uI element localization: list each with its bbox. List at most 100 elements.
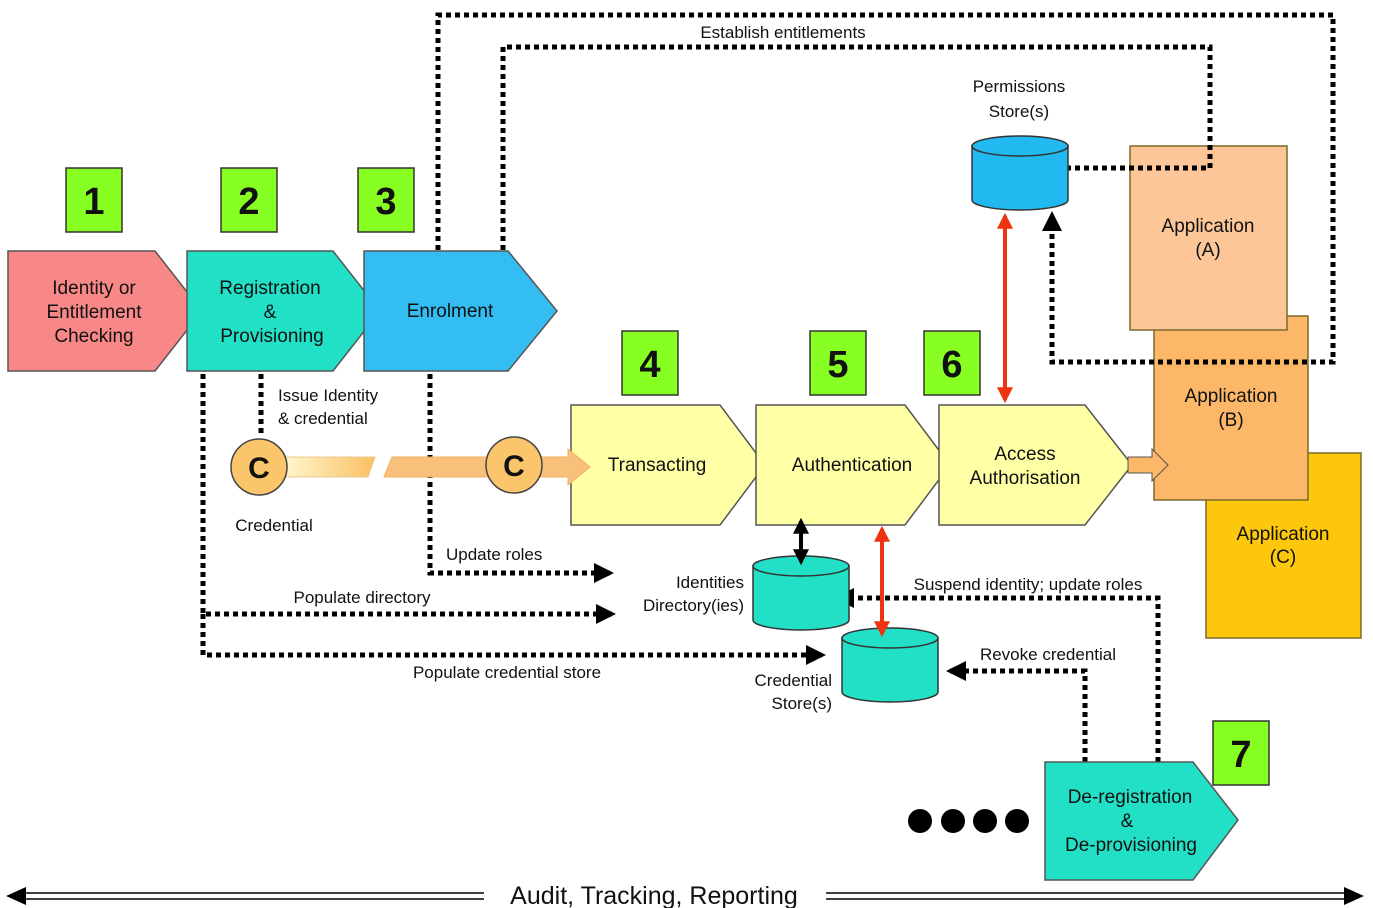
credential-band-left <box>282 456 376 478</box>
step-1-chevron <box>7 250 203 372</box>
update-roles-line <box>427 374 614 583</box>
permissions-store-body <box>971 145 1069 211</box>
step-2: Registration & Provisioning <box>186 250 381 372</box>
number-badge-3-box <box>357 167 415 233</box>
number-badge-5-box <box>809 330 867 396</box>
application-b-label-1: Application <box>1185 386 1278 407</box>
step-4: Transacting <box>570 404 766 526</box>
credential-symbol-right: C <box>503 450 525 483</box>
number-badge-7-box <box>1212 720 1270 786</box>
application-a-label-1: Application <box>1162 216 1255 237</box>
step-5: Authentication <box>755 404 951 526</box>
number-badge-4-box <box>621 330 679 396</box>
step-6: Access Authorisation <box>938 404 1133 526</box>
credential-store-label-1: Credential <box>755 671 833 690</box>
application-c-label-2: (C) <box>1270 547 1296 568</box>
number-badges: 1 2 3 4 5 6 7 <box>65 167 1270 786</box>
permissions-store-label-1: Permissions <box>973 77 1066 96</box>
step-2-label-1: Registration <box>219 278 320 299</box>
revoke-credential-label: Revoke credential <box>980 645 1116 664</box>
step-3: Enrolment <box>363 250 558 372</box>
populate-credential-line <box>200 614 826 665</box>
establish-inner-line <box>500 44 1213 250</box>
number-badge-4: 4 <box>639 344 660 386</box>
application-c-label-1: Application <box>1237 524 1330 545</box>
audit-bar: Audit, Tracking, Reporting <box>6 882 1364 908</box>
number-badge-7: 7 <box>1230 734 1251 776</box>
issue-identity-label-1: Issue Identity <box>278 386 379 405</box>
step-5-chevron <box>755 404 951 526</box>
step-3-chevron <box>363 250 558 372</box>
audit-label: Audit, Tracking, Reporting <box>510 882 798 908</box>
continuation-dot-4 <box>1005 809 1029 833</box>
identities-directory-label-2: Directory(ies) <box>643 596 744 615</box>
credential-store: Credential Store(s) <box>755 627 939 713</box>
step-1-label-3: Checking <box>54 326 133 347</box>
step-6-label-2: Authorisation <box>970 468 1081 489</box>
application-b: Application (B) <box>1153 315 1309 501</box>
step-3-label-1: Enrolment <box>407 301 494 322</box>
identities-directory: Identities Directory(ies) <box>643 555 850 631</box>
application-b-box <box>1153 315 1309 501</box>
credential-symbol-left: C <box>248 452 270 485</box>
step-2-label-3: Provisioning <box>220 326 324 347</box>
step-7-chevron <box>1044 761 1239 881</box>
establish-entitlements-label: Establish entitlements <box>700 23 865 42</box>
permissions-store-top <box>971 135 1069 157</box>
application-a-box <box>1129 145 1288 331</box>
step-4-label-1: Transacting <box>608 455 707 476</box>
permissions-store: Permissions Store(s) <box>971 77 1069 211</box>
credential-store-top <box>841 627 939 649</box>
issue-identity-label-2: & credential <box>278 409 368 428</box>
number-badge-3: 3 <box>375 181 396 223</box>
continuation-dot-1 <box>908 809 932 833</box>
application-a: Application (A) <box>1129 145 1288 331</box>
populate-directory-label: Populate directory <box>293 588 431 607</box>
step-2-label-2: & <box>264 302 277 323</box>
step-1-label-1: Identity or <box>52 278 136 299</box>
number-badge-5: 5 <box>827 344 848 386</box>
populate-credential-label: Populate credential store <box>413 663 601 682</box>
dotted-connectors <box>200 12 1336 762</box>
credential-store-label-2: Store(s) <box>772 694 832 713</box>
step-1-label-2: Entitlement <box>46 302 142 323</box>
step-6-chevron <box>938 404 1133 526</box>
number-badge-1: 1 <box>83 181 104 223</box>
audit-arrow-right-head <box>1344 887 1364 905</box>
continuation-dot-3 <box>973 809 997 833</box>
identities-directory-body <box>752 565 850 631</box>
suspend-identity-label: Suspend identity; update roles <box>914 575 1143 594</box>
suspend-line <box>834 588 1161 762</box>
credential-caption: Credential <box>235 516 313 535</box>
number-badge-6-box <box>923 330 981 396</box>
step-7-label-3: De-provisioning <box>1065 835 1197 856</box>
step-7-label-1: De-registration <box>1068 787 1193 808</box>
continuation-dot-2 <box>941 809 965 833</box>
application-a-label-2: (A) <box>1195 240 1220 261</box>
credential-circle-right <box>485 436 543 494</box>
credential-circle-left <box>230 438 288 496</box>
continuation-dots <box>908 809 1029 833</box>
audit-arrow-left-head <box>6 887 26 905</box>
step-7-label-2: & <box>1121 811 1134 832</box>
flow-labels: Establish entitlements Issue Identity & … <box>278 23 1142 682</box>
identities-directory-label-1: Identities <box>676 573 744 592</box>
number-badge-2: 2 <box>238 181 259 223</box>
permissions-store-label-2: Store(s) <box>989 102 1049 121</box>
number-badge-6: 6 <box>941 344 962 386</box>
revoke-line <box>946 661 1088 762</box>
step-2-chevron <box>186 250 381 372</box>
number-badge-2-box <box>220 167 278 233</box>
application-b-label-2: (B) <box>1218 410 1243 431</box>
update-roles-label: Update roles <box>446 545 542 564</box>
step-6-label-1: Access <box>994 444 1055 465</box>
credential-path: C C Credential <box>230 436 591 535</box>
access-to-application-arrow <box>1127 447 1169 483</box>
step-4-chevron <box>570 404 766 526</box>
step-1: Identity or Entitlement Checking <box>7 250 203 372</box>
credential-store-body <box>841 637 939 703</box>
step-7: De-registration & De-provisioning <box>1044 761 1239 881</box>
establish-outer-line <box>435 12 1336 365</box>
number-badge-1-box <box>65 167 123 233</box>
